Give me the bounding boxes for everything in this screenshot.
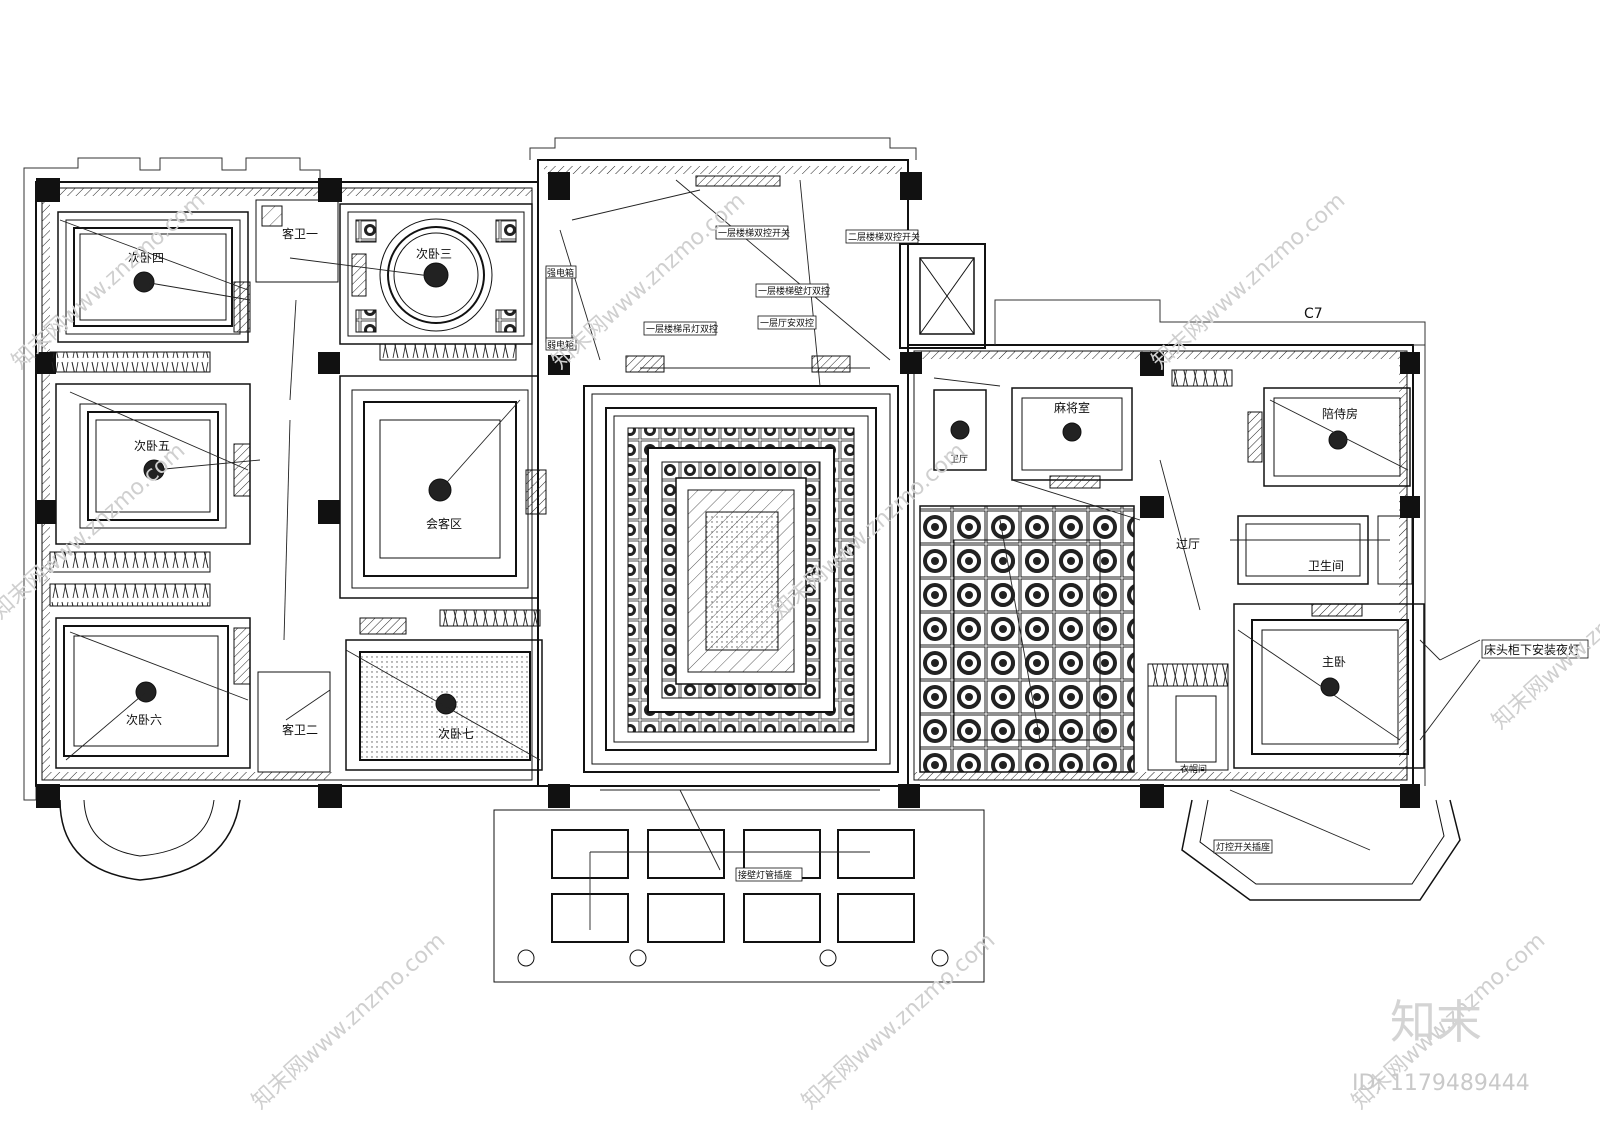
tag-hall-switch: 一层厅安双控: [760, 317, 814, 329]
grid-c7: C7: [1304, 306, 1323, 322]
room-bed3: [339, 203, 533, 345]
label-bed5: 次卧五: [134, 439, 170, 453]
room-bath2: [257, 671, 331, 773]
label-bath1: 客卫一: [282, 226, 318, 241]
bay-window-right: [1181, 799, 1461, 901]
label-bed6: 次卧六: [126, 713, 162, 727]
tag-light-switch: 灯控开关插座: [1216, 841, 1270, 853]
room-bathroom: [1237, 515, 1413, 585]
label-bed4: 次卧四: [128, 251, 164, 265]
tag-sconce-socket: 接壁灯管插座: [738, 869, 792, 881]
watermark-site-7: 知末网www.znzmo.com: [797, 928, 1000, 1114]
room-master: [1233, 603, 1425, 769]
room-attendant: [1171, 369, 1411, 487]
rosette-floor: [919, 505, 1135, 773]
terrace: [493, 809, 985, 983]
night-light-note: 床头柜下安装夜灯: [1484, 642, 1580, 657]
bay-window: [59, 799, 241, 881]
wiring: [59, 179, 1481, 930]
label-restroom: 卫厅: [950, 454, 968, 465]
watermark-site-2: 知末网www.znzmo.com: [547, 188, 750, 374]
watermark-site-6: 知末网www.znzmo.com: [247, 928, 450, 1114]
room-cloak: [1147, 663, 1229, 771]
annotations: C7 床头柜下安装夜灯: [1304, 306, 1589, 659]
room-labels: 次卧四 客卫一 次卧三 次卧五 会客区 次卧六 客卫二 次卧七 麻将室 陪侍房 …: [126, 226, 1358, 775]
label-bed3: 次卧三: [416, 247, 452, 261]
tag-weak-box: 弱电箱: [547, 339, 574, 351]
room-bed7: [345, 617, 543, 771]
watermark-site-3: 知末网www.znzmo.com: [1147, 188, 1350, 374]
tag-stair-1f: 一层楼梯双控开关: [718, 227, 790, 239]
label-lounge: 会客区: [426, 516, 462, 531]
tag-strong-box: 强电箱: [547, 267, 574, 279]
watermark-id: ID: 1179489444: [1352, 1071, 1530, 1096]
columns: [36, 172, 1420, 808]
room-bed6: [55, 617, 251, 769]
label-cloak: 衣帽间: [1180, 763, 1207, 775]
label-bathroom: 卫生间: [1308, 559, 1344, 573]
watermark-brand: 知末: [1390, 995, 1482, 1049]
tag-stair-sconce: 一层楼梯壁灯双控: [758, 285, 830, 297]
label-master: 主卧: [1322, 655, 1346, 669]
room-bed5: [55, 383, 251, 545]
label-hall: 过厅: [1176, 537, 1200, 551]
label-bath2: 客卫二: [282, 722, 318, 737]
tag-stair-2f: 二层楼梯双控开关: [848, 231, 920, 243]
wardrobes-left: [49, 343, 541, 627]
circuit-tags: 强电箱 弱电箱 一层楼梯双控开关 二层楼梯双控开关 一层楼梯壁灯双控 一层楼梯吊…: [545, 225, 1273, 882]
label-bed7: 次卧七: [438, 727, 474, 741]
grand-hall: [583, 355, 899, 773]
room-restroom: [933, 389, 987, 471]
tag-stair-pendant: 一层楼梯吊灯双控: [646, 323, 718, 335]
label-mahjong: 麻将室: [1054, 400, 1090, 415]
label-attendant: 陪侍房: [1322, 406, 1358, 421]
room-mahjong: [1011, 387, 1133, 489]
watermark-site-1: 知末网www.znzmo.com: [7, 188, 210, 374]
room-bath1: [255, 199, 339, 283]
